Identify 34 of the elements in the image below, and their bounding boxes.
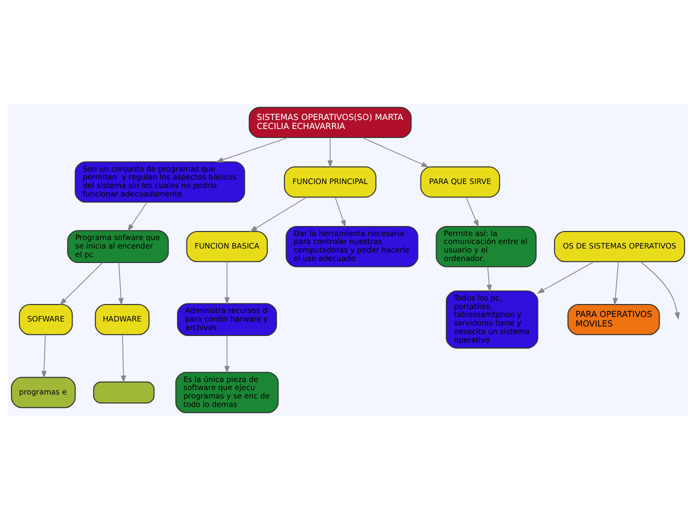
arrow bbox=[224, 335, 230, 374]
arrow bbox=[612, 261, 619, 306]
arrow bbox=[127, 202, 148, 232]
node-box: HADWARE bbox=[94, 304, 150, 336]
arrow bbox=[334, 196, 346, 228]
node-box: SOFWARE bbox=[18, 304, 73, 336]
node-box: Administra recursos d para cordin harware y archivos bbox=[177, 303, 277, 336]
arrow bbox=[59, 262, 104, 306]
arrow bbox=[466, 196, 479, 228]
arrow bbox=[41, 334, 47, 379]
arrow bbox=[216, 137, 288, 162]
node-box bbox=[93, 382, 155, 404]
arrow bbox=[250, 196, 308, 232]
node-box: Es la única pieza de software que ejecu programas y se enc de todo lo demas bbox=[175, 372, 279, 414]
node-box: PARA OPERATIVOS MOVILES bbox=[567, 304, 660, 336]
arrow bbox=[536, 261, 594, 294]
node-box: Todos los pc, portatiles, tablessamtphon y servidores tiene y nesecita un sistema operativo bbox=[446, 290, 538, 349]
node-box: Programa sofware que se inicia al encender el pc bbox=[67, 230, 169, 264]
arrow bbox=[120, 334, 126, 384]
node-box: FUNCION BASICA bbox=[186, 230, 268, 262]
arrow bbox=[362, 137, 430, 168]
arrow bbox=[328, 137, 333, 168]
node-box: PARA QUE SIRVE bbox=[420, 166, 500, 198]
node-box: Son un conjunto de programas que permiten y regulan los aspectos básicos del sistema sin los cuales no podría funcionar adecuadamente bbox=[74, 161, 246, 203]
node-box: FUNCION PRINCIPAL bbox=[284, 166, 376, 198]
arrow bbox=[118, 262, 124, 306]
node-box: programas e bbox=[10, 376, 76, 408]
arrow bbox=[640, 261, 680, 320]
node-box: SISTEMAS OPERATIVOS(SO) MARTA CECILIA ECHAVARRIA bbox=[248, 106, 412, 138]
node-box: OS DE SISTEMAS OPERATIVOS bbox=[554, 230, 686, 262]
node-box: Dar la herramienta necesaria para controlar nuestras computadoras y poder hacerle el uso adecuado bbox=[286, 226, 418, 268]
arrow bbox=[224, 261, 230, 305]
arrow bbox=[486, 266, 492, 292]
node-box: Permite así: la comunicación entre el usuario y el ordenador. bbox=[436, 226, 537, 268]
